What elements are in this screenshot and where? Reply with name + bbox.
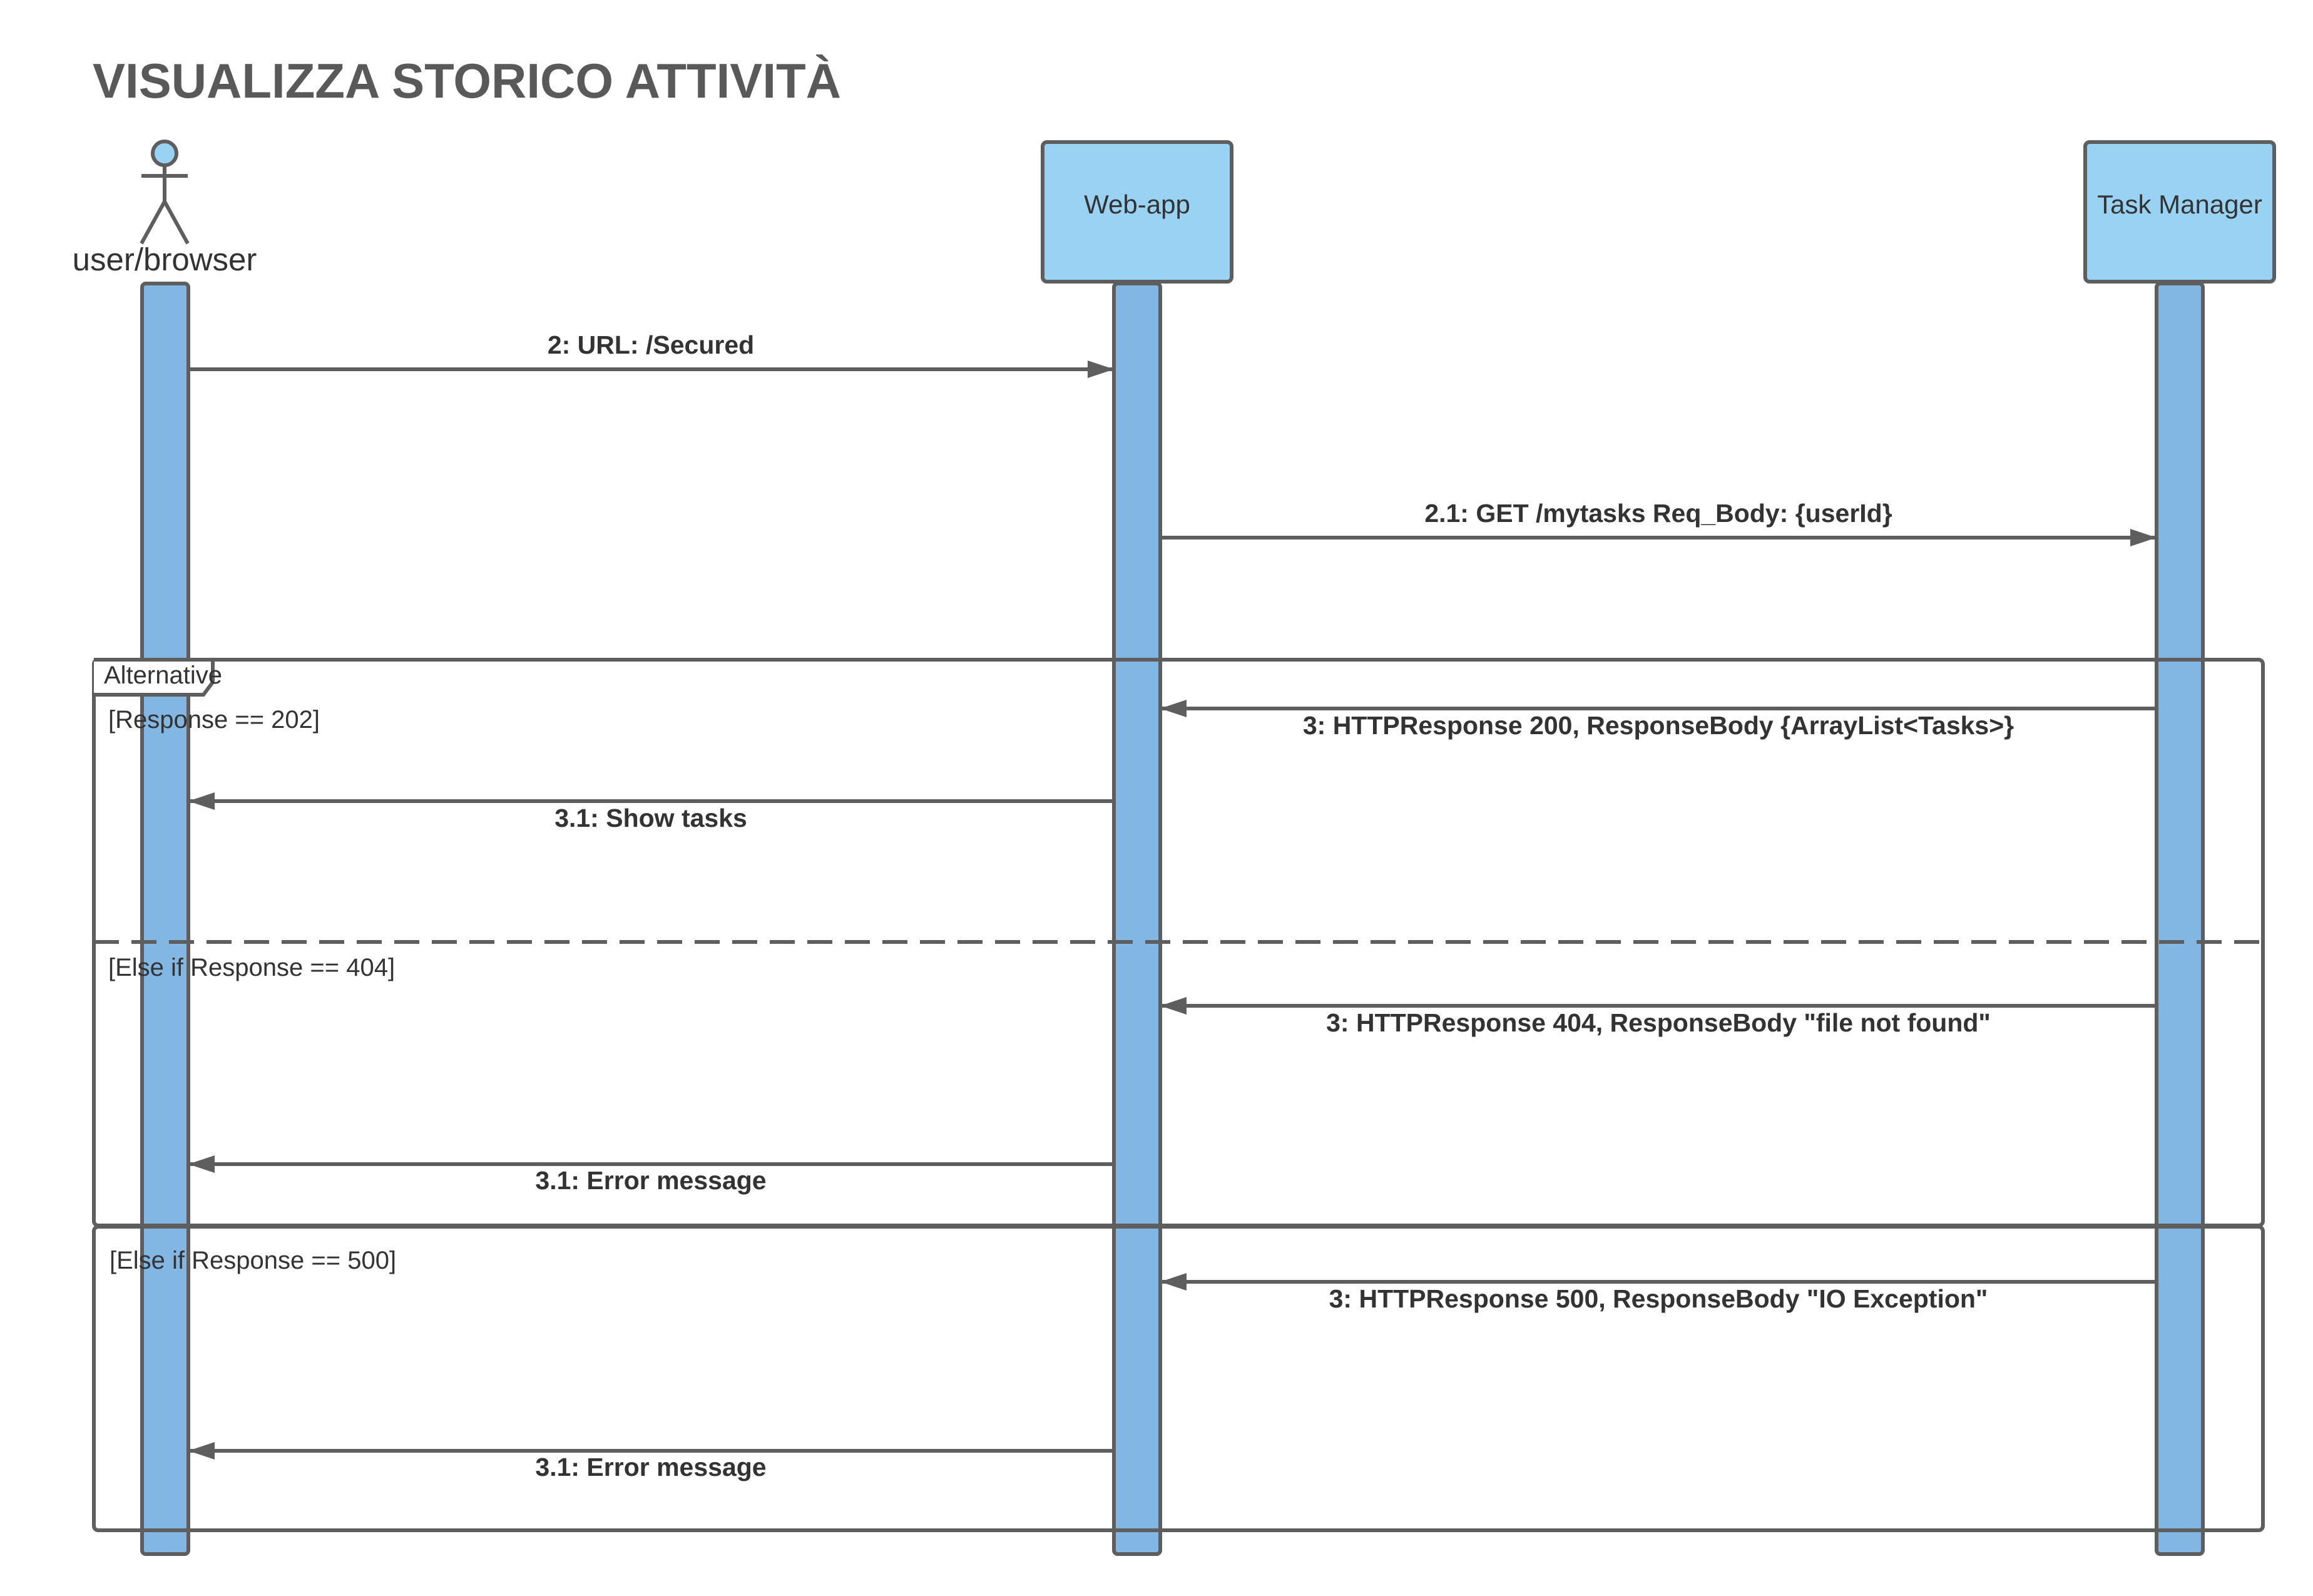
lifeline-user [140, 282, 190, 1556]
message-2-label: 2.1: GET /mytasks Req_Body: {userId} [1424, 499, 1892, 528]
participant-user-label: user/browser [73, 242, 257, 277]
stick-figure-icon [140, 140, 190, 245]
alt-fragment-tab [94, 658, 215, 697]
message-8-label: 3.1: Error message [535, 1453, 766, 1481]
lifeline-webapp [1112, 282, 1162, 1556]
message-3-label: 3: HTTPResponse 200, ResponseBody {Array… [1303, 711, 2014, 740]
message-5-label: 3: HTTPResponse 404, ResponseBody "file … [1326, 1008, 1991, 1037]
user-actor [140, 140, 190, 245]
message-8: 3.1: Error message [188, 1442, 1114, 1481]
message-6-label: 3.1: Error message [535, 1166, 766, 1195]
guard-response-202: [Response == 202] [108, 706, 320, 734]
page-title: VISUALIZZA STORICO ATTIVITÀ [93, 53, 841, 108]
alt-fragment-label: Alternative [104, 662, 222, 689]
participant-taskmanager-label: Task Manager [2097, 190, 2262, 219]
message-7: 3: HTTPResponse 500, ResponseBody "IO Ex… [1160, 1273, 2157, 1313]
message-3: 3: HTTPResponse 200, ResponseBody {Array… [1160, 700, 2157, 740]
participant-webapp: Web-app [1041, 140, 1233, 284]
message-1-label: 2: URL: /Secured [548, 330, 754, 359]
participant-taskmanager: Task Manager [2083, 140, 2276, 284]
second-fragment-frame [92, 1225, 2265, 1532]
lifeline-taskmanager [2155, 282, 2205, 1556]
guard-response-500: [Else if Response == 500] [110, 1247, 396, 1274]
guard-response-404: [Else if Response == 404] [108, 954, 395, 981]
message-5: 3: HTTPResponse 404, ResponseBody "file … [1160, 997, 2157, 1037]
participant-webapp-label: Web-app [1084, 190, 1190, 219]
message-4-label: 3.1: Show tasks [554, 804, 747, 832]
message-2: 2.1: GET /mytasks Req_Body: {userId} [1160, 499, 2157, 546]
message-6: 3.1: Error message [188, 1155, 1114, 1195]
message-4: 3.1: Show tasks [188, 792, 1114, 832]
message-7-label: 3: HTTPResponse 500, ResponseBody "IO Ex… [1329, 1284, 1988, 1313]
message-1: 2: URL: /Secured [188, 330, 1114, 378]
